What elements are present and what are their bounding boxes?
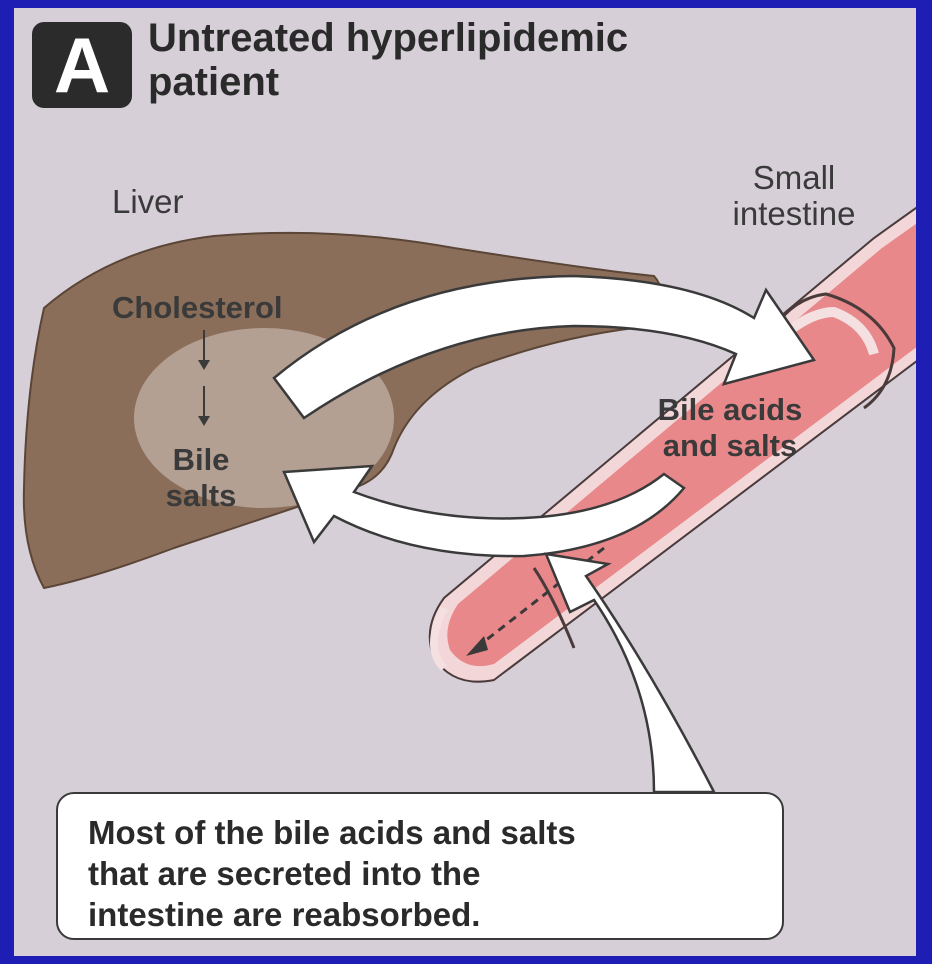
title-line-1: Untreated hyperlipidemic xyxy=(148,16,868,60)
panel-letter-text: A xyxy=(54,21,110,109)
title-line-2: patient xyxy=(148,60,868,104)
small-intestine-line-2: intestine xyxy=(704,196,884,232)
bile-salts-line-1: Bile xyxy=(146,442,256,478)
bile-salts-label: Bile salts xyxy=(146,442,256,514)
panel-letter: A xyxy=(32,22,132,108)
caption-line-1: Most of the bile acids and salts xyxy=(88,812,782,853)
diagram-panel: A Untreated hyperlipidemic patient Liver… xyxy=(14,8,916,956)
bile-salts-line-2: salts xyxy=(146,478,256,514)
caption-line-2: that are secreted into the xyxy=(88,853,782,894)
bile-acids-label: Bile acids and salts xyxy=(620,392,840,464)
bile-acids-line-2: and salts xyxy=(620,428,840,464)
small-intestine-line-1: Small xyxy=(704,160,884,196)
panel-title: Untreated hyperlipidemic patient xyxy=(148,16,868,104)
liver-label: Liver xyxy=(112,184,184,220)
caption-line-3: intestine are reabsorbed. xyxy=(88,894,782,935)
caption-box: Most of the bile acids and salts that ar… xyxy=(56,792,784,940)
bile-acids-line-1: Bile acids xyxy=(620,392,840,428)
small-intestine-label: Small intestine xyxy=(704,160,884,232)
caption-pointer xyxy=(546,554,714,792)
cholesterol-label: Cholesterol xyxy=(112,290,283,326)
